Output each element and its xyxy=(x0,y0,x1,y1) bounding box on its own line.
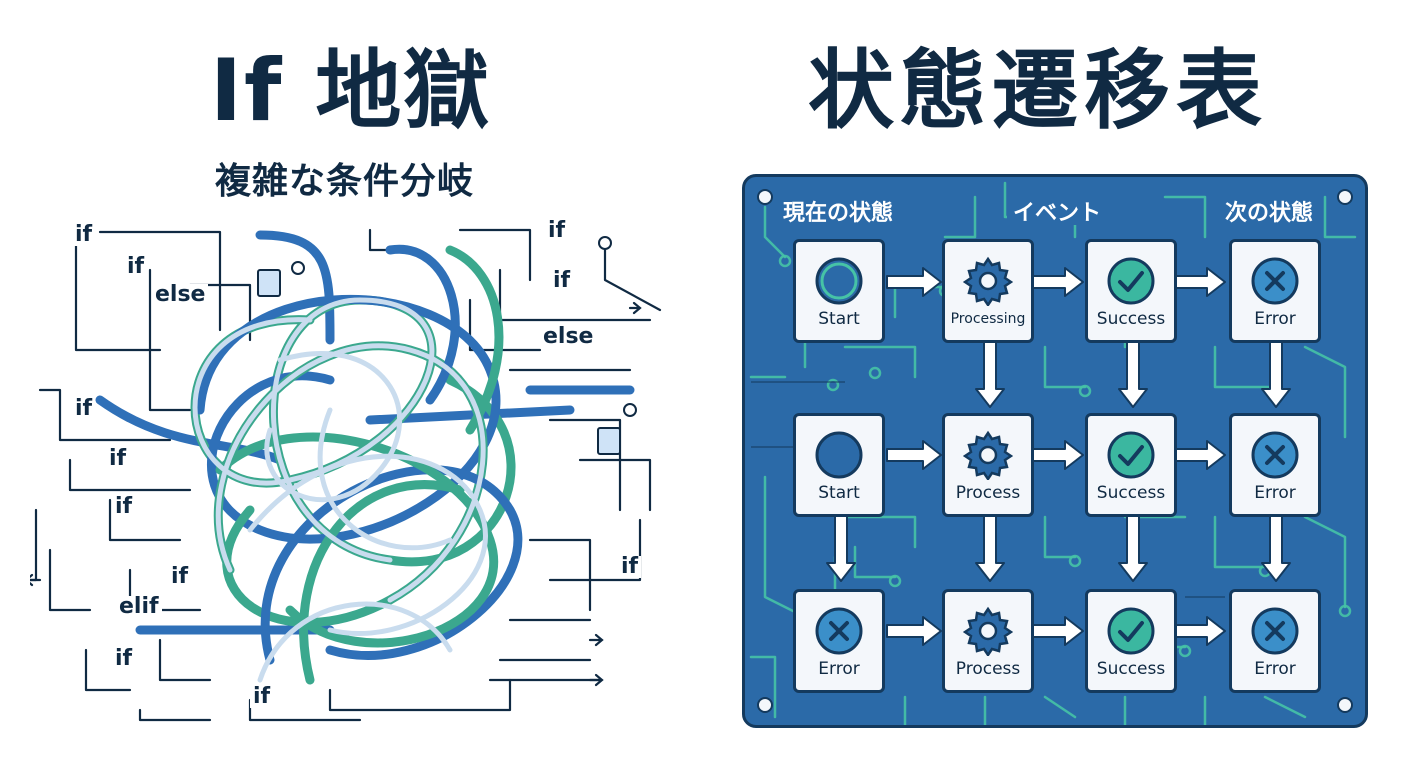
state-cell-success: Success xyxy=(1085,589,1177,693)
header-current-state: 現在の状態 xyxy=(777,203,900,225)
state-cell-success: Success xyxy=(1085,413,1177,517)
state-label: Start xyxy=(818,483,860,503)
state-label: Error xyxy=(818,659,860,679)
gear-icon xyxy=(963,606,1013,656)
check-circle-icon xyxy=(1107,257,1155,305)
check-circle-icon xyxy=(1107,431,1155,479)
state-label: Error xyxy=(1254,309,1296,329)
if-label: if xyxy=(168,566,192,588)
x-circle-icon xyxy=(1251,607,1299,655)
elif-label: elif xyxy=(116,596,162,618)
if-label: if xyxy=(112,648,136,670)
state-label: Success xyxy=(1096,309,1166,329)
state-cell-error: Error xyxy=(1229,589,1321,693)
state-label: Process xyxy=(955,483,1021,503)
state-label: Success xyxy=(1096,659,1166,679)
if-label: if xyxy=(618,556,642,578)
state-cell-start: Start xyxy=(793,413,885,517)
if-label: if xyxy=(250,686,274,708)
state-label: Error xyxy=(1254,659,1296,679)
state-cell-success: Success xyxy=(1085,239,1177,343)
state-cell-error: Error xyxy=(1229,239,1321,343)
state-cell-error: Error xyxy=(793,589,885,693)
transition-arrows xyxy=(826,267,1291,646)
if-label: if xyxy=(72,398,96,420)
header-next-state: 次の状態 xyxy=(1219,203,1320,225)
state-label: Processing xyxy=(950,311,1026,327)
if-label: if xyxy=(550,270,574,292)
gear-icon xyxy=(963,256,1013,306)
state-cell-error: Error xyxy=(1229,413,1321,517)
if-label: if xyxy=(545,220,569,242)
state-table-title: 状態遷移表 xyxy=(808,41,1268,141)
if-label: if xyxy=(124,256,148,278)
if-hell-subtitle: 複雑な条件分岐 xyxy=(215,161,475,202)
x-circle-icon xyxy=(1251,257,1299,305)
else-label: else xyxy=(152,284,209,306)
state-cell-process: Process xyxy=(942,413,1034,517)
state-label: Process xyxy=(955,659,1021,679)
state-cell-processing: Processing xyxy=(942,239,1034,343)
x-circle-icon xyxy=(815,607,863,655)
tangled-wires xyxy=(30,228,662,722)
gear-icon xyxy=(963,430,1013,480)
check-circle-icon xyxy=(1107,607,1155,655)
empty-circle-icon xyxy=(815,257,863,305)
if-hell-title: If 地獄 xyxy=(210,41,492,141)
if-label: if xyxy=(72,224,96,246)
x-circle-icon xyxy=(1251,431,1299,479)
state-label: Start xyxy=(818,309,860,329)
header-event: イベント xyxy=(1007,203,1108,225)
state-cell-process: Process xyxy=(942,589,1034,693)
filled-circle-icon xyxy=(815,431,863,479)
state-cell-start: Start xyxy=(793,239,885,343)
else-label: else xyxy=(540,326,597,348)
state-label: Success xyxy=(1096,483,1166,503)
state-label: Error xyxy=(1254,483,1296,503)
if-label: if xyxy=(112,496,136,518)
state-transition-board: 現在の状態 イベント 次の状態 Start Processing xyxy=(742,174,1368,728)
if-label: if xyxy=(106,448,130,470)
